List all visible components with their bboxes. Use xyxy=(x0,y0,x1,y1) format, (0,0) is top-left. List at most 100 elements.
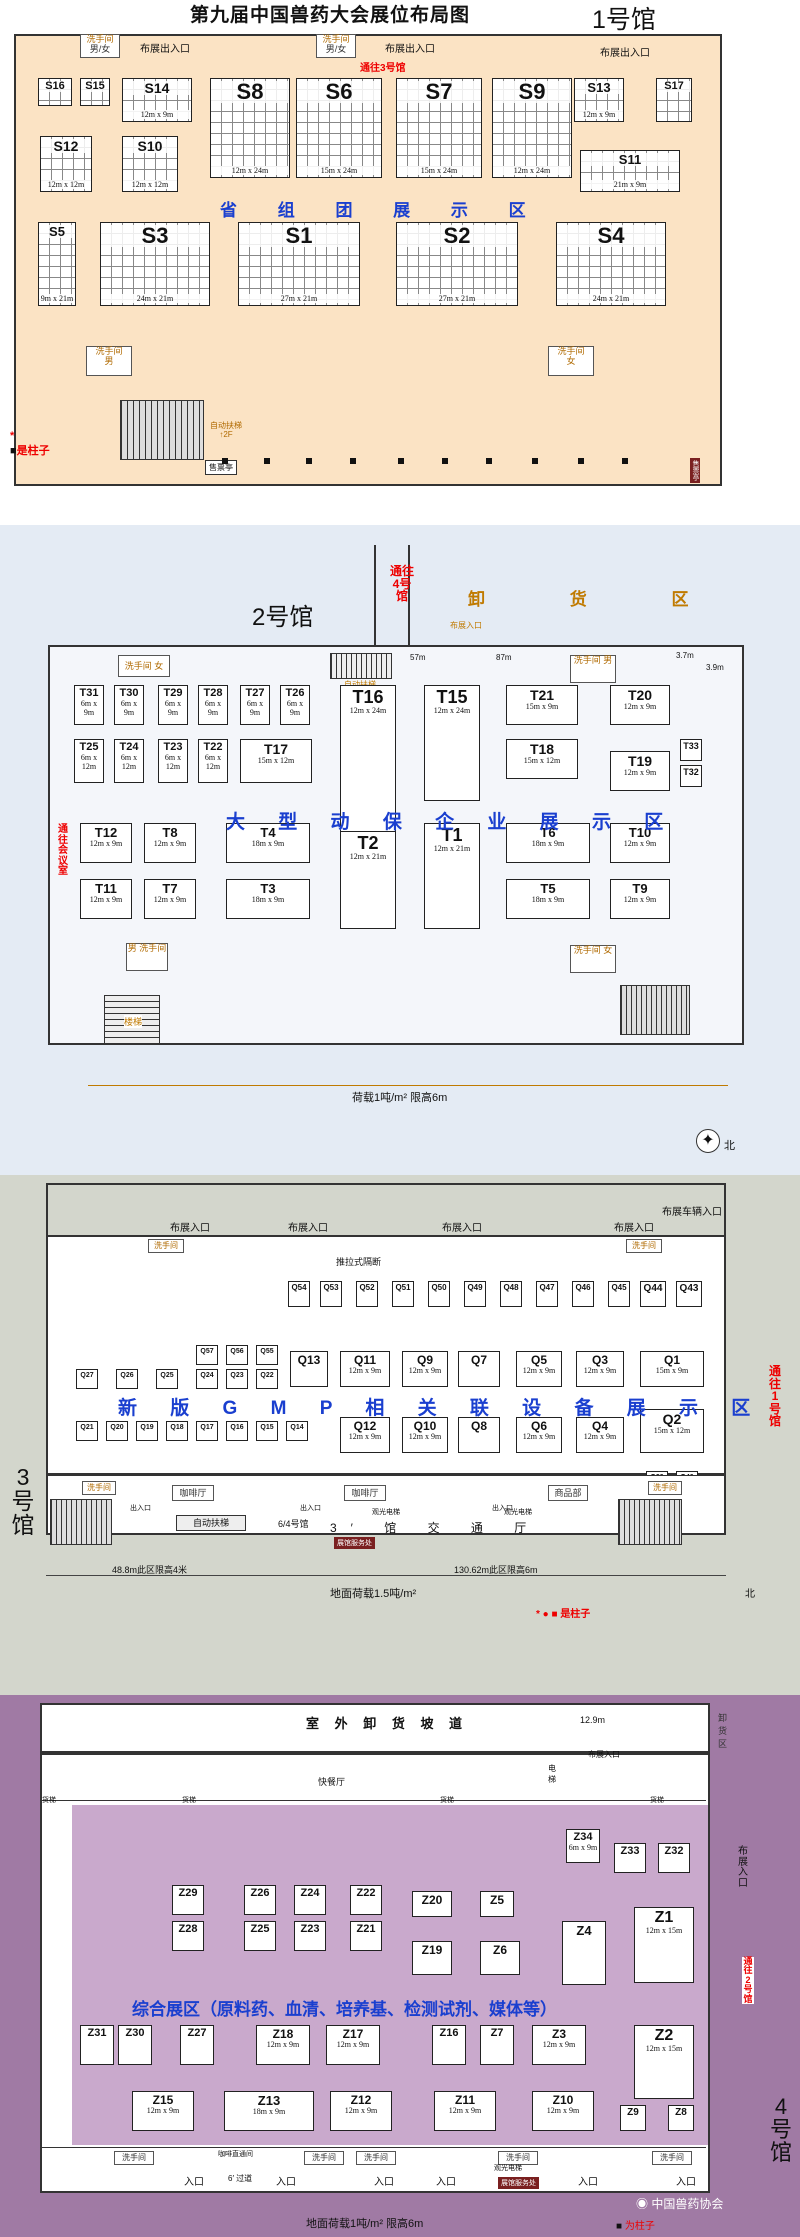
booth-z19[interactable]: Z19 xyxy=(412,1941,452,1975)
booth-q25[interactable]: Q25 xyxy=(156,1369,178,1389)
hall1-to-hall3[interactable]: 通往3号馆 xyxy=(360,63,406,74)
booth-z20[interactable]: Z20 xyxy=(412,1891,452,1917)
booth-q27[interactable]: Q27 xyxy=(76,1369,98,1389)
booth-z21[interactable]: Z21 xyxy=(350,1921,382,1951)
booth-q7[interactable]: Q7 xyxy=(458,1351,500,1387)
booth-z16[interactable]: Z16 xyxy=(432,2025,466,2065)
booth-z26[interactable]: Z26 xyxy=(244,1885,276,1915)
booth-q55[interactable]: Q55 xyxy=(256,1345,278,1365)
booth-q52[interactable]: Q52 xyxy=(356,1281,378,1307)
booth-s17[interactable]: S17 xyxy=(656,78,692,122)
booth-q19[interactable]: Q19 xyxy=(136,1421,158,1441)
booth-z24[interactable]: Z24 xyxy=(294,1885,326,1915)
booth-z9[interactable]: Z9 xyxy=(620,2105,646,2131)
booth-z22[interactable]: Z22 xyxy=(350,1885,382,1915)
booth-q48[interactable]: Q48 xyxy=(500,1281,522,1307)
booth-z5[interactable]: Z5 xyxy=(480,1891,514,1917)
booth-q47[interactable]: Q47 xyxy=(536,1281,558,1307)
booth-q24[interactable]: Q24 xyxy=(196,1369,218,1389)
booth-q43[interactable]: Q43 xyxy=(676,1281,702,1307)
booth-q54[interactable]: Q54 xyxy=(288,1281,310,1307)
booth-z6[interactable]: Z6 xyxy=(480,1941,520,1975)
booth-q18[interactable]: Q18 xyxy=(166,1421,188,1441)
booth-z7[interactable]: Z7 xyxy=(480,2025,514,2065)
booth-q45[interactable]: Q45 xyxy=(608,1281,630,1307)
booth-q44[interactable]: Q44 xyxy=(640,1281,666,1307)
booth-q15[interactable]: Q15 xyxy=(256,1421,278,1441)
hall2-to-hall4[interactable]: 通往4号馆 xyxy=(389,564,414,604)
booth-q16[interactable]: Q16 xyxy=(226,1421,248,1441)
booth-z8[interactable]: Z8 xyxy=(668,2105,694,2131)
booth-q56[interactable]: Q56 xyxy=(226,1345,248,1365)
booth-q49[interactable]: Q49 xyxy=(464,1281,486,1307)
booth-z29[interactable]: Z29 xyxy=(172,1885,204,1915)
booth-q50[interactable]: Q50 xyxy=(428,1281,450,1307)
booth-q23[interactable]: Q23 xyxy=(226,1369,248,1389)
booth-z27[interactable]: Z27 xyxy=(180,2025,214,2065)
booth-z31[interactable]: Z31 xyxy=(80,2025,114,2065)
hall4-to-hall2[interactable]: 通往2号馆 xyxy=(742,1956,754,2005)
hall3-to-hall64[interactable]: 6/4号馆 xyxy=(278,1519,309,1529)
booth-t32[interactable]: T32 xyxy=(680,765,702,787)
booth-z23[interactable]: Z23 xyxy=(294,1921,326,1951)
booth-z4[interactable]: Z4 xyxy=(562,1921,606,1985)
hall2-to-meeting[interactable]: 通往会议室 xyxy=(58,824,68,877)
booth-q8[interactable]: Q8 xyxy=(458,1417,500,1453)
hall3-to-hall1[interactable]: 通往1号馆 xyxy=(768,1364,781,1429)
booth-t33[interactable]: T33 xyxy=(680,739,702,761)
booth-z32[interactable]: Z32 xyxy=(658,1843,690,1873)
booth-q20[interactable]: Q20 xyxy=(106,1421,128,1441)
booth-s16[interactable]: S16 xyxy=(38,78,72,106)
